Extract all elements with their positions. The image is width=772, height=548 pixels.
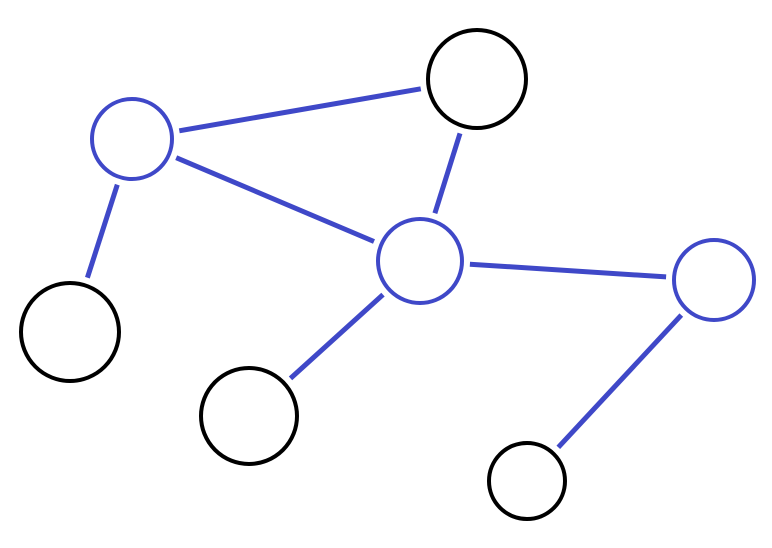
node-n6 [199,366,299,466]
graph-edges [85,86,684,450]
node-n5-highlighted [672,238,756,322]
edge-n3-n6 [288,292,385,381]
edge-n3-n5 [469,261,667,280]
node-n7 [487,441,567,521]
edge-n1-n4 [85,183,120,279]
node-n4 [19,281,121,383]
graph-nodes [19,28,756,521]
node-n2 [426,28,528,130]
edge-n1-n3 [175,155,375,244]
edge-n1-n2 [178,86,422,134]
edge-n5-n7 [556,313,684,450]
node-n3-highlighted [376,217,464,305]
edge-n2-n3 [432,132,463,215]
node-n1-highlighted [90,97,174,181]
